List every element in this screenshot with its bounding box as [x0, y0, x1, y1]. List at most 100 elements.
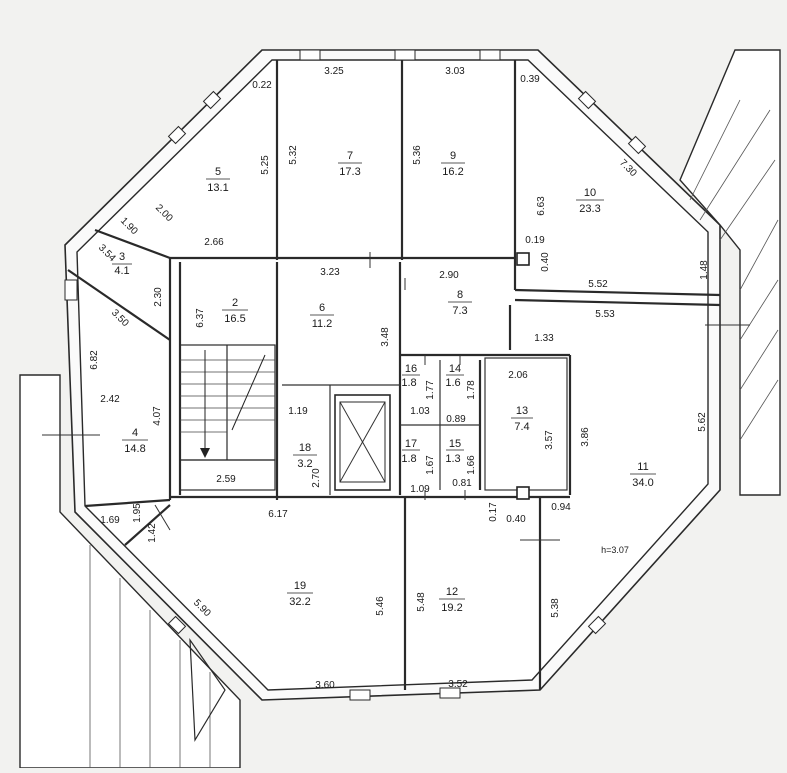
room-5-area: 13.1 — [207, 182, 228, 194]
dim-label: 0.89 — [446, 414, 466, 425]
room-15-label: 15 1.3 — [445, 438, 464, 465]
window-marks — [64, 49, 647, 701]
room-5-number: 5 — [215, 166, 221, 178]
dim-label: 3.48 — [380, 327, 391, 347]
dim-label: 5.52 — [588, 279, 608, 290]
dim-label: 3.25 — [324, 66, 344, 77]
room-18-area: 3.2 — [297, 458, 312, 470]
columns — [516, 252, 530, 500]
dim-label: 4.07 — [152, 406, 163, 426]
dim-label: 3.03 — [445, 66, 465, 77]
room-8-area: 7.3 — [452, 305, 467, 317]
room-8-label: 8 7.3 — [448, 289, 472, 317]
room-10-area: 23.3 — [579, 203, 600, 215]
room-11-number: 11 — [637, 461, 648, 473]
room-16-area: 1.8 — [401, 377, 416, 389]
dim-label: 2.90 — [439, 270, 459, 281]
room-14-label: 14 1.6 — [445, 363, 464, 389]
room-2-area: 16.5 — [224, 313, 245, 325]
room-2-number: 2 — [232, 297, 238, 309]
room-7-label: 7 17.3 — [338, 150, 362, 178]
room-16-label: 16 1.8 — [401, 363, 420, 389]
dim-label: 2.66 — [204, 237, 224, 248]
dim-label: 6.17 — [268, 509, 288, 520]
room-4-number: 4 — [132, 427, 138, 439]
room-19-number: 19 — [294, 580, 306, 592]
dim-label: 0.40 — [506, 514, 526, 525]
dim-label: 1.03 — [410, 406, 430, 417]
room-7-area: 17.3 — [339, 166, 360, 178]
room-4-area: 14.8 — [124, 443, 145, 455]
room-3-number: 3 — [119, 251, 125, 263]
room-9-number: 9 — [450, 150, 456, 162]
dim-label: 5.32 — [288, 145, 299, 165]
room-17-area: 1.8 — [401, 453, 416, 465]
dim-label: 3.86 — [580, 427, 591, 447]
dim-label: 0.17 — [488, 502, 499, 522]
room-18-number: 18 — [299, 442, 311, 454]
room-12-area: 19.2 — [441, 602, 462, 614]
room-12-number: 12 — [446, 586, 458, 598]
room-16-number: 16 — [405, 363, 417, 375]
room-4-label: 4 14.8 — [122, 427, 148, 455]
elevator-shaft — [334, 394, 391, 491]
room-10-label: 10 23.3 — [576, 187, 604, 215]
dim-label: 5.38 — [550, 598, 561, 618]
room-2-label: 2 16.5 — [222, 297, 248, 325]
dim-label: 3.52 — [448, 679, 468, 690]
room-11-area: 34.0 — [632, 477, 653, 489]
room-13-area: 7.4 — [514, 421, 529, 433]
dim-label: 5.46 — [375, 596, 386, 616]
door-marks — [42, 252, 750, 541]
room-13-number: 13 — [516, 405, 528, 417]
dim-label: 1.77 — [425, 380, 436, 400]
dim-label: 0.19 — [525, 235, 545, 246]
dim-label: 2.70 — [311, 468, 322, 488]
room-6-label: 6 11.2 — [310, 302, 334, 330]
room-13-label: 13 7.4 — [511, 405, 533, 433]
room-15-area: 1.3 — [445, 453, 460, 465]
dim-label: 1.09 — [410, 484, 430, 495]
dim-label: 6.63 — [536, 196, 547, 216]
room-6-number: 6 — [319, 302, 325, 314]
dim-label: 5.48 — [416, 592, 427, 612]
room-9-area: 16.2 — [442, 166, 463, 178]
balcony-right — [679, 49, 781, 496]
dim-label: 1.42 — [147, 523, 158, 543]
room-19-label: 19 32.2 — [287, 580, 313, 608]
dim-label: 3.23 — [320, 267, 340, 278]
room-15-number: 15 — [449, 438, 461, 450]
dim-label: 6.82 — [89, 350, 100, 370]
room-14-area: 1.6 — [445, 377, 460, 389]
dim-label: 6.37 — [195, 308, 206, 328]
dim-label: 0.81 — [452, 478, 472, 489]
dim-label: 0.39 — [520, 74, 540, 85]
dim-label: 5.62 — [697, 412, 708, 432]
dim-label: 0.40 — [540, 252, 551, 272]
room-5-label: 5 13.1 — [206, 166, 230, 194]
dim-label: 1.33 — [534, 333, 554, 344]
room-labels: 5 13.1 7 17.3 9 16.2 10 23.3 3 4.1 2 16.… — [112, 150, 656, 614]
dim-label: 3.57 — [544, 430, 555, 450]
room-17-number: 17 — [405, 438, 417, 450]
room-10-number: 10 — [584, 187, 596, 199]
dim-label: 5.36 — [412, 145, 423, 165]
staircase — [179, 344, 276, 491]
room-11-label: 11 34.0 — [630, 461, 656, 489]
room-3-area: 4.1 — [114, 265, 129, 277]
dim-label: 3.60 — [315, 680, 335, 691]
room-9-label: 9 16.2 — [441, 150, 465, 178]
ceiling-height-note: h=3.07 — [601, 545, 629, 555]
dim-label: 1.66 — [466, 455, 477, 475]
dim-label: 2.59 — [216, 474, 236, 485]
dim-label: 1.78 — [466, 380, 477, 400]
room-18-label: 18 3.2 — [293, 442, 317, 470]
dim-label: 5.53 — [595, 309, 615, 320]
dim-label: 2.30 — [153, 287, 164, 307]
room-17-label: 17 1.8 — [401, 438, 420, 465]
balcony-left — [19, 374, 241, 769]
dim-label: 2.06 — [508, 370, 528, 381]
room-7-number: 7 — [347, 150, 353, 162]
